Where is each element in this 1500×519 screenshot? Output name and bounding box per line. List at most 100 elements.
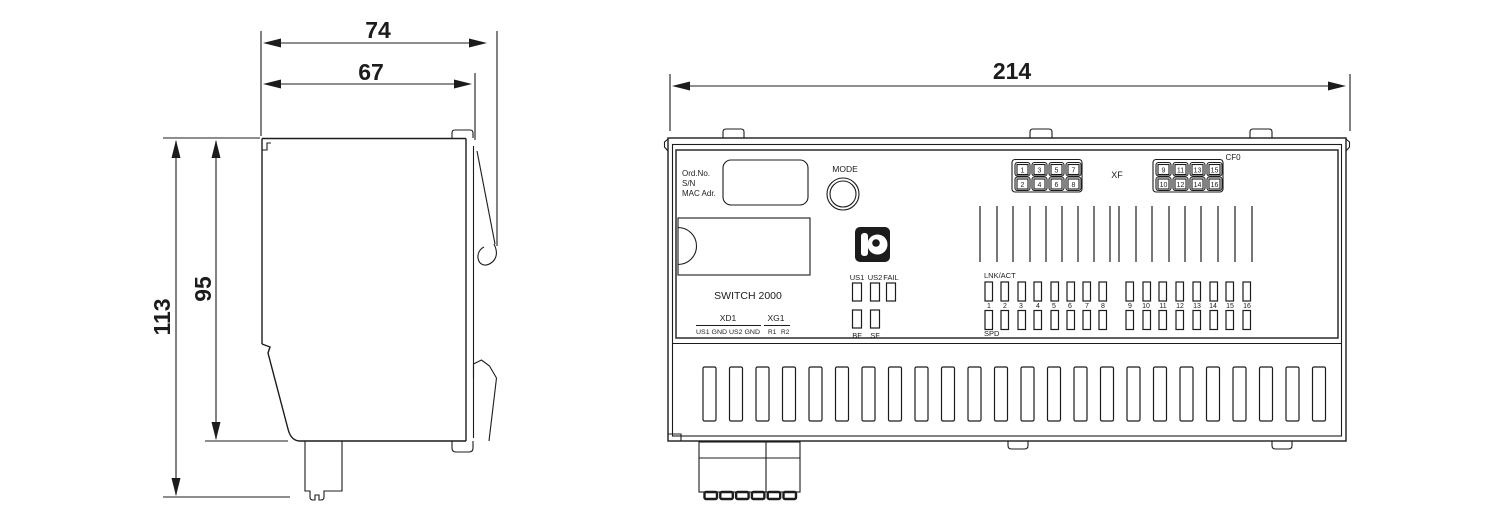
dimension-front-width: 214 (669, 58, 1351, 131)
port-number: 5 (1055, 168, 1059, 175)
port-index: 3 (1019, 303, 1023, 310)
connector-tooth (734, 490, 750, 501)
port-index: 4 (1036, 303, 1040, 310)
dimension-body-width: 67 (263, 59, 476, 140)
port-cell-box (1050, 178, 1063, 190)
vent-slot (755, 366, 770, 422)
terminal-legend: SWITCH 2000 XD1 US1 GND US2 GND XG1 R1 R… (696, 290, 790, 336)
port-cell-box (1208, 178, 1221, 190)
spd-led (1209, 309, 1219, 331)
port-number: 14 (1194, 182, 1202, 189)
port-led-matrix: LNK/ACT 1 2 3 4 5 6 7 8 9 10 (984, 271, 1252, 338)
logo-dot (872, 239, 880, 247)
us1-label: US1 (850, 273, 865, 282)
dim-label-95: 95 (190, 276, 216, 302)
port-cell (1172, 161, 1189, 177)
product-name: SWITCH 2000 (714, 290, 782, 302)
arrowhead-up-icon (211, 140, 221, 158)
corner-notch-left (663, 138, 669, 152)
r1-pin-label: R1 (768, 329, 777, 336)
port-number: 9 (1162, 168, 1166, 175)
din-clip-hook (472, 359, 497, 379)
port-cell-box (1157, 163, 1170, 176)
connector-body (698, 441, 801, 493)
fail-label: FAIL (883, 273, 898, 282)
connector-tooth (719, 490, 734, 501)
port-cell-box (1067, 178, 1080, 190)
port-index: 15 (1226, 303, 1234, 310)
vent-slot (914, 366, 929, 422)
mode-button-inner (829, 180, 857, 208)
mode-button (826, 177, 860, 211)
port-index: 5 (1052, 303, 1056, 310)
fail-led (885, 282, 897, 302)
port-cell (1206, 176, 1223, 192)
port-index: 6 (1068, 303, 1072, 310)
port-number: 15 (1211, 168, 1219, 175)
port-number: 2 (1021, 182, 1025, 189)
arrowhead-down-icon (171, 478, 181, 496)
xd1-pin-labels: US1 GND US2 GND (696, 329, 760, 336)
sf-led (869, 309, 881, 329)
device-label-block: Ord.No. S/N MAC Adr. (677, 159, 811, 276)
spd-led (1225, 309, 1235, 331)
arrowhead-right-icon (454, 79, 472, 89)
dimension-body-height: 95 (163, 137, 288, 442)
vent-slot (887, 366, 903, 422)
port-cell-box (1208, 163, 1221, 176)
ventilation-slots (702, 366, 1327, 422)
port-number: 13 (1194, 168, 1202, 175)
port-index: 12 (1176, 303, 1184, 310)
port-cell-box (1067, 163, 1080, 176)
port-index: 1 (987, 303, 991, 310)
lnk-led (1142, 281, 1152, 302)
spd-led (1000, 309, 1010, 331)
lnk-led (1175, 281, 1185, 302)
lnk-led (1125, 281, 1135, 302)
side-housing (261, 129, 498, 501)
port-number: 4 (1038, 182, 1042, 189)
mac-label: MAC Adr. (682, 189, 716, 198)
port-cell-box (1174, 163, 1187, 176)
din-foot-tab (451, 441, 474, 453)
front-housing (663, 128, 1351, 450)
spd-led (1158, 309, 1168, 331)
spd-led (1050, 309, 1060, 331)
arrowhead-down-icon (211, 422, 221, 440)
port-cell (1189, 176, 1206, 192)
bf-led (851, 309, 863, 329)
vent-slot (834, 366, 850, 422)
vent-slot (1126, 366, 1141, 422)
vent-slot (1073, 366, 1088, 422)
port-block-left: 1 3 5 7 2 4 6 8 (1011, 158, 1083, 193)
port-cell (1065, 161, 1082, 177)
dim-label-74: 74 (365, 17, 391, 43)
vent-slot (940, 366, 956, 422)
arrowhead-left-icon (672, 81, 690, 91)
spd-led (1082, 309, 1092, 331)
ord-no-label: Ord.No. (682, 169, 710, 178)
spd-led (1066, 309, 1076, 331)
top-mount-tab (722, 128, 745, 138)
port-number: 12 (1177, 182, 1185, 189)
lnk-led (1082, 281, 1092, 302)
port-cell-box (1191, 163, 1204, 176)
lnk-led (1209, 281, 1219, 302)
logo-bar (861, 233, 868, 256)
port-cell (1172, 176, 1189, 192)
lnk-led (1192, 281, 1202, 302)
spd-led (1142, 309, 1152, 331)
vent-slot (861, 366, 876, 422)
lnk-led (984, 281, 994, 302)
port-block-outline (1152, 158, 1224, 193)
vent-slot (1099, 366, 1115, 422)
mode-label: MODE (832, 164, 858, 174)
port-block-outline (1011, 158, 1083, 193)
us2-label: US2 (868, 273, 883, 282)
arrowhead-right-icon (469, 38, 487, 48)
xg1-label: XG1 (767, 313, 784, 323)
port-number: 16 (1211, 182, 1219, 189)
vent-slot (728, 366, 744, 422)
connector-tooth (782, 490, 798, 501)
